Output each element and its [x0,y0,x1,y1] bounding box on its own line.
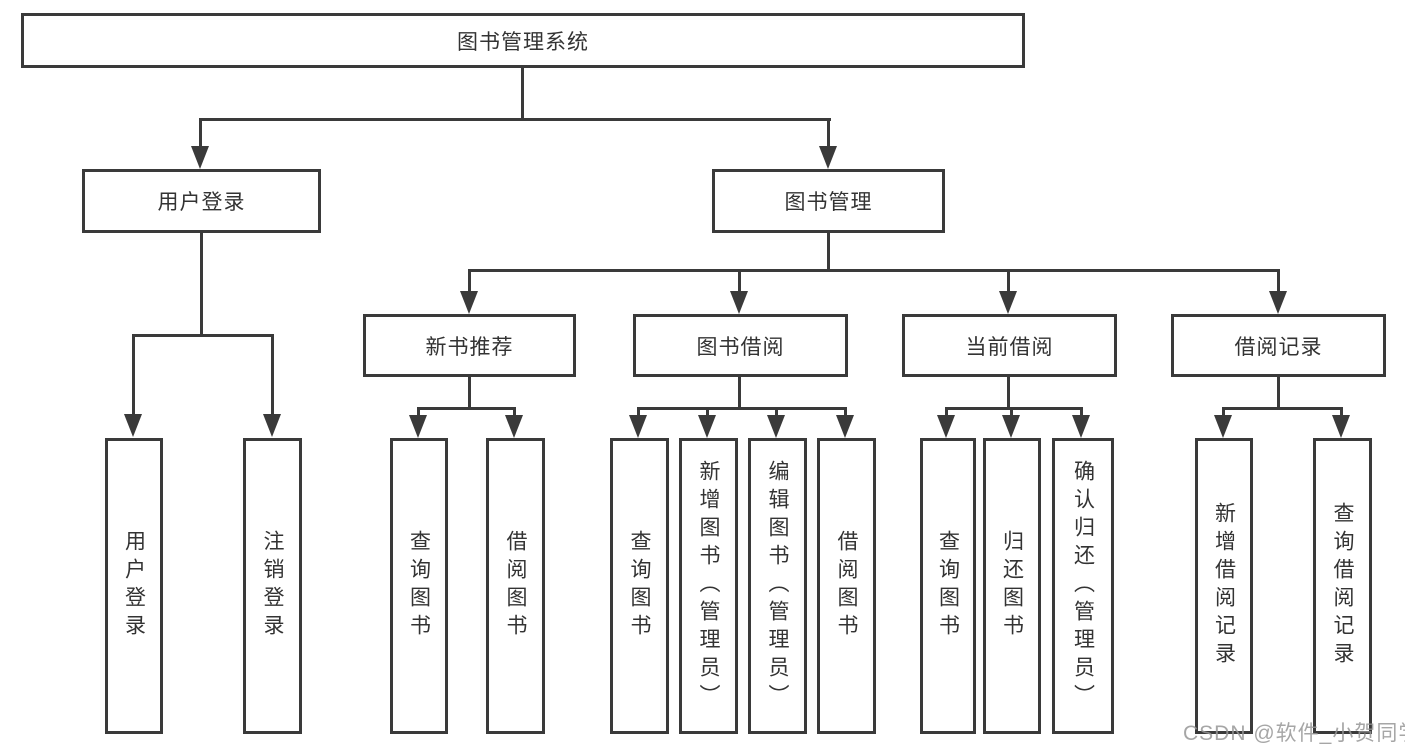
edge-bookmgmt-bar [468,269,1280,272]
node-new-book-recommend: 新书推荐 [363,314,576,377]
arrowhead-icon [460,291,478,314]
edge-shaft [844,407,847,417]
arrowhead-icon [191,146,209,169]
edge-shaft [706,407,709,417]
edge-shaft [1007,269,1010,293]
leaf-add-book-admin-label: 新增图书（管理员） [697,460,720,712]
leaf-current-query-book: 查询图书 [920,438,976,734]
leaf-edit-book-admin-label: 编辑图书（管理员） [766,460,789,712]
arrowhead-icon [1002,415,1020,438]
edge-root-bar [199,118,831,121]
arrowhead-icon [1072,415,1090,438]
node-book-management-label: 图书管理 [784,191,873,214]
node-borrow-record-label: 借阅记录 [1234,335,1323,359]
node-user-login: 用户登录 [82,169,321,233]
leaf-borrow-query-book-label: 查询图书 [628,530,651,642]
csdn-watermark: CSDN @软件_小贺同学 [1183,722,1405,745]
leaf-edit-book-admin: 编辑图书（管理员） [748,438,807,734]
leaf-logout: 注销登录 [243,438,302,734]
edge-bookmgmt-stem [827,233,830,272]
arrowhead-icon [937,415,955,438]
leaf-query-borrow-record: 查询借阅记录 [1313,438,1372,734]
edge-root-bookmgmt-shaft [827,118,830,149]
node-user-login-label: 用户登录 [157,191,246,214]
arrowhead-icon [767,415,785,438]
leaf-confirm-return-admin-label: 确认归还（管理员） [1071,460,1095,712]
arrowhead-icon [124,414,142,437]
leaf-borrow-query-book: 查询图书 [610,438,669,734]
node-new-book-recommend-label: 新书推荐 [425,335,514,359]
edge-shaft [1010,407,1013,417]
edge-bookborrow-stem [738,377,741,410]
arrowhead-icon [698,415,716,438]
edge-userlogin-bar [132,334,274,337]
arrowhead-icon [629,415,647,438]
leaf-return-book-label: 归还图书 [1000,530,1024,642]
leaf-return-book: 归还图书 [983,438,1041,734]
leaf-borrow-book-label: 借阅图书 [835,530,858,642]
edge-currentborrow-stem [1007,377,1010,410]
leaf-logout-label: 注销登录 [261,530,284,642]
leaf-add-borrow-record-label: 新增借阅记录 [1212,502,1236,670]
arrowhead-icon [836,415,854,438]
node-root-label: 图书管理系统 [457,30,589,54]
edge-shaft [775,407,778,417]
edge-shaft [417,407,420,417]
arrowhead-icon [409,415,427,438]
leaf-rec-borrow-book: 借阅图书 [486,438,545,734]
edge-recommend-bar [417,407,516,410]
arrowhead-icon [1214,415,1232,438]
arrowhead-icon [819,146,837,169]
edge-shaft [1277,269,1280,293]
leaf-rec-borrow-book-label: 借阅图书 [504,530,527,642]
leaf-confirm-return-admin: 确认归还（管理员） [1052,438,1114,734]
node-current-borrow-label: 当前借阅 [965,335,1054,359]
arrowhead-icon [263,414,281,437]
node-book-borrow: 图书借阅 [633,314,848,377]
edge-shaft [513,407,516,417]
edge-userlogin-stem [200,233,203,337]
edge-shaft [1080,407,1083,417]
edge-root-userlogin-shaft [199,118,202,149]
edge-borrowrecord-stem [1277,377,1280,410]
edge-currentborrow-bar [945,407,1083,410]
node-borrow-record: 借阅记录 [1171,314,1386,377]
edge-shaft [738,269,741,293]
edge-shaft [1222,407,1225,417]
node-book-borrow-label: 图书借阅 [696,335,785,359]
edge-shaft [271,334,274,415]
leaf-user-login-label: 用户登录 [122,530,146,642]
arrowhead-icon [1332,415,1350,438]
leaf-rec-query-book-label: 查询图书 [407,530,431,642]
edge-shaft [1340,407,1343,417]
leaf-rec-query-book: 查询图书 [390,438,448,734]
edge-recommend-stem [468,377,471,410]
node-root: 图书管理系统 [21,13,1025,68]
edge-shaft [945,407,948,417]
leaf-add-book-admin: 新增图书（管理员） [679,438,738,734]
arrowhead-icon [1269,291,1287,314]
edge-shaft [132,334,135,415]
node-book-management: 图书管理 [712,169,945,233]
leaf-add-borrow-record: 新增借阅记录 [1195,438,1253,734]
edge-bookborrow-bar [637,407,847,410]
arrowhead-icon [999,291,1017,314]
edge-borrowrecord-bar [1222,407,1343,410]
arrowhead-icon [730,291,748,314]
node-current-borrow: 当前借阅 [902,314,1117,377]
leaf-current-query-book-label: 查询图书 [936,530,960,642]
edge-root-stem [521,68,524,120]
edge-shaft [637,407,640,417]
leaf-query-borrow-record-label: 查询借阅记录 [1331,502,1354,670]
arrowhead-icon [505,415,523,438]
edge-shaft [468,269,471,293]
leaf-user-login: 用户登录 [105,438,163,734]
leaf-borrow-book: 借阅图书 [817,438,876,734]
